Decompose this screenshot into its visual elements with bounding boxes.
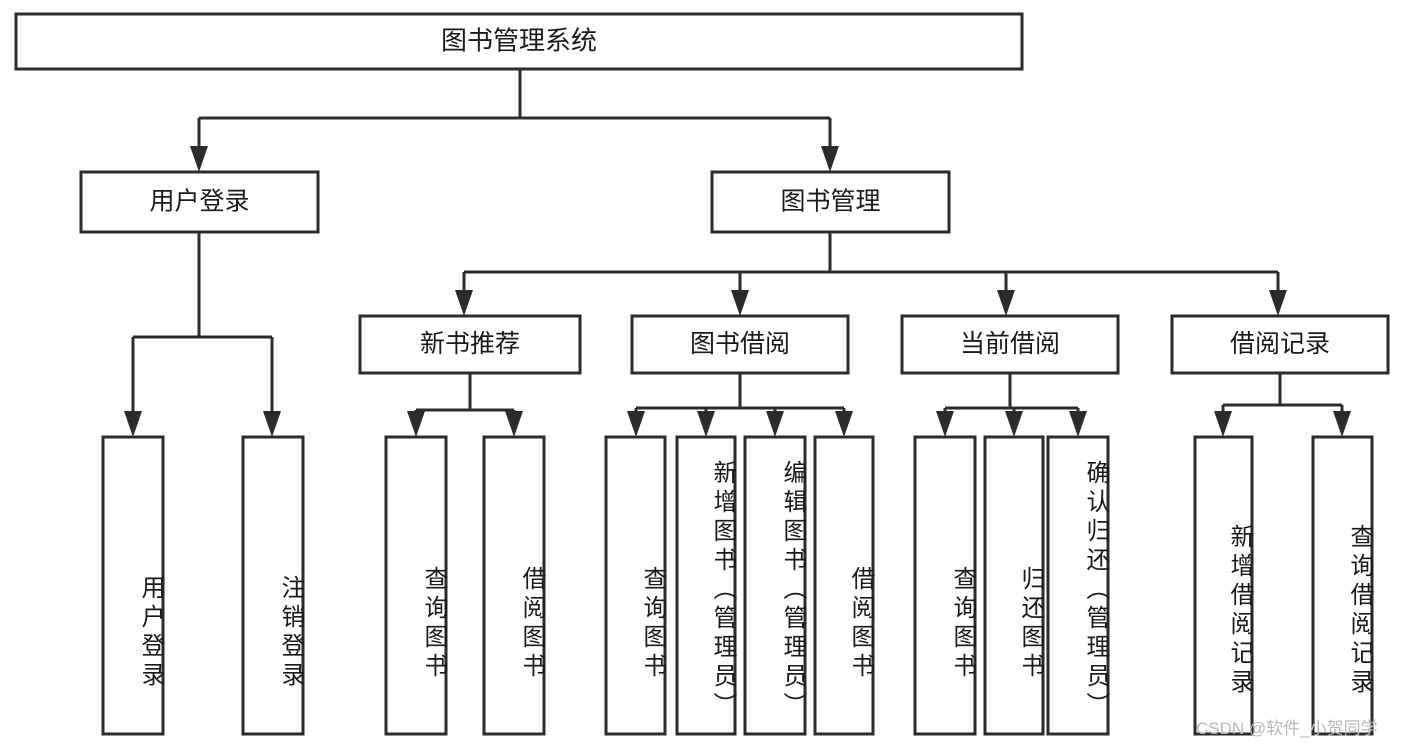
arrow-root-to-level1-1	[821, 146, 839, 172]
node-leaf-borrow-book-1[interactable]	[482, 435, 546, 736]
arrow-book-borrow-to-leaf-1	[697, 411, 715, 437]
node-current-borrow[interactable]	[900, 314, 1120, 375]
node-label-borrow-records: 借阅记录	[1230, 330, 1330, 358]
node-leaf-logout-login[interactable]	[241, 435, 305, 736]
node-leaf-user-login[interactable]	[101, 435, 165, 736]
connector-layer	[124, 69, 1351, 437]
arrow-book-mgmt-to-level2-2	[997, 290, 1015, 316]
node-label-book-borrow: 图书借阅	[690, 330, 790, 358]
arrow-user-login-to-leaf-0	[124, 411, 142, 437]
arrow-new-book-recommend-to-leaf-1	[505, 411, 523, 437]
arrow-root-to-level1-0	[190, 146, 208, 172]
node-leaf-return-book[interactable]	[983, 435, 1045, 736]
arrow-book-borrow-to-leaf-3	[835, 411, 853, 437]
node-leaf-edit-book-admin[interactable]	[743, 435, 807, 736]
arrow-book-mgmt-to-level2-3	[1269, 290, 1287, 316]
node-label-user-login: 用户登录	[149, 188, 249, 216]
arrow-book-borrow-to-leaf-0	[627, 411, 645, 437]
arrow-current-borrow-to-leaf-1	[1005, 411, 1023, 437]
node-book-management[interactable]	[710, 170, 951, 234]
node-label-book-management: 图书管理	[780, 188, 880, 216]
arrow-book-mgmt-to-level2-1	[731, 290, 749, 316]
node-label-current-borrow: 当前借阅	[960, 330, 1060, 358]
arrow-book-borrow-to-leaf-2	[766, 411, 784, 437]
node-leaf-query-book-1[interactable]	[384, 435, 448, 736]
node-leaf-query-borrow-record[interactable]	[1311, 435, 1374, 736]
node-leaf-confirm-return-admin[interactable]	[1046, 435, 1110, 736]
node-book-borrow[interactable]	[630, 314, 850, 375]
arrow-user-login-to-leaf-1	[263, 411, 281, 437]
node-leaf-query-book-2[interactable]	[604, 435, 667, 736]
node-leaf-add-book-admin[interactable]	[675, 435, 737, 736]
arrow-current-borrow-to-leaf-2	[1069, 411, 1087, 437]
node-leaf-query-book-3[interactable]	[913, 435, 977, 736]
arrow-current-borrow-to-leaf-0	[936, 411, 954, 437]
node-root-book-management-system[interactable]	[14, 12, 1024, 71]
arrow-borrow-records-to-leaf-0	[1214, 411, 1232, 437]
node-box-layer	[14, 12, 1390, 736]
node-root-label: 图书管理系统	[441, 25, 597, 55]
arrow-borrow-records-to-leaf-1	[1333, 411, 1351, 437]
node-borrow-records[interactable]	[1170, 314, 1390, 375]
node-label-new-book-recommend: 新书推荐	[420, 330, 520, 358]
node-new-book-recommend[interactable]	[358, 314, 582, 375]
arrow-new-book-recommend-to-leaf-0	[407, 411, 425, 437]
node-user-login[interactable]	[79, 170, 320, 234]
node-leaf-borrow-book-2[interactable]	[813, 435, 875, 736]
node-leaf-add-borrow-record[interactable]	[1193, 435, 1254, 736]
arrow-book-mgmt-to-level2-0	[455, 290, 473, 316]
